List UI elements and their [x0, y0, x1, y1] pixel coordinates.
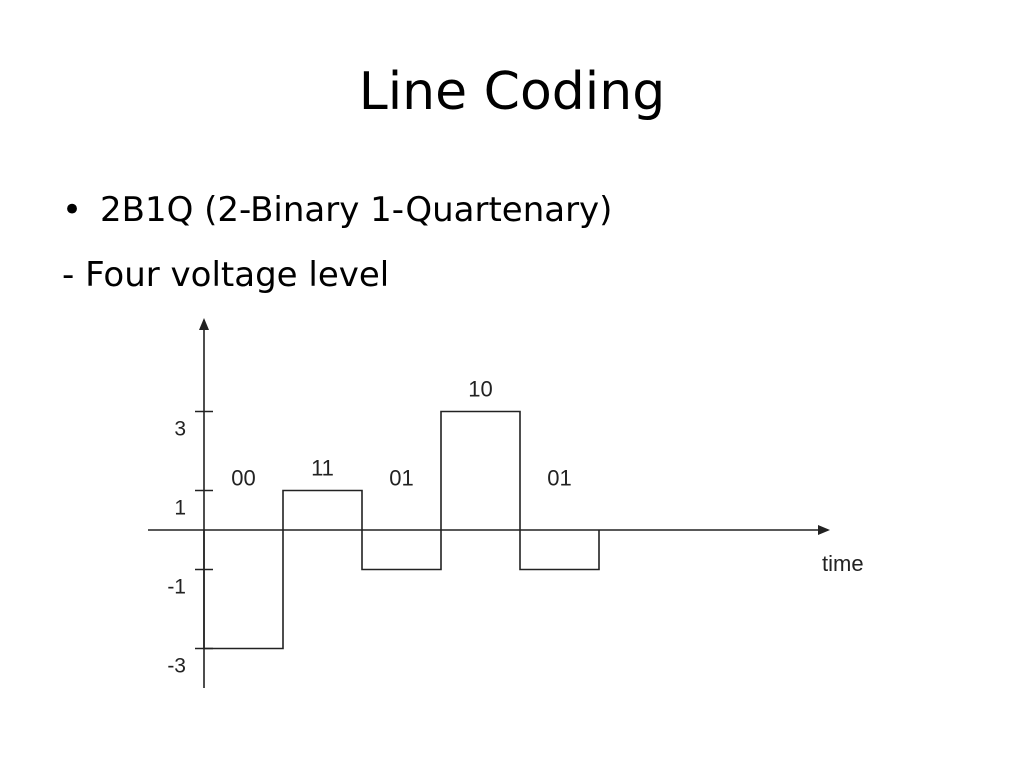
- y-tick-label: 3: [174, 418, 186, 441]
- segment-label: 10: [468, 377, 492, 402]
- segment-label: 00: [231, 466, 255, 491]
- y-tick-label: -1: [167, 576, 186, 599]
- slide-title: Line Coding: [358, 62, 666, 122]
- segment-labels: 00 11 01 10 01: [231, 377, 571, 491]
- segment-label: 01: [389, 466, 413, 491]
- y-tick-label: -3: [167, 655, 186, 678]
- y-ticks: 3 1 -1 -3: [167, 410, 213, 678]
- signal-waveform: [203, 410, 600, 650]
- y-tick-label: 1: [174, 497, 186, 520]
- bullet-item: • 2B1Q (2-Binary 1-Quartenary): [62, 190, 612, 230]
- bullet-icon: •: [62, 190, 83, 230]
- segment-label: 11: [311, 456, 334, 481]
- segment-label: 01: [547, 466, 571, 491]
- sub-item-text: - Four voltage level: [62, 255, 390, 295]
- bullet-text: 2B1Q (2-Binary 1-Quartenary): [100, 190, 613, 230]
- x-axis-label: time: [822, 551, 864, 576]
